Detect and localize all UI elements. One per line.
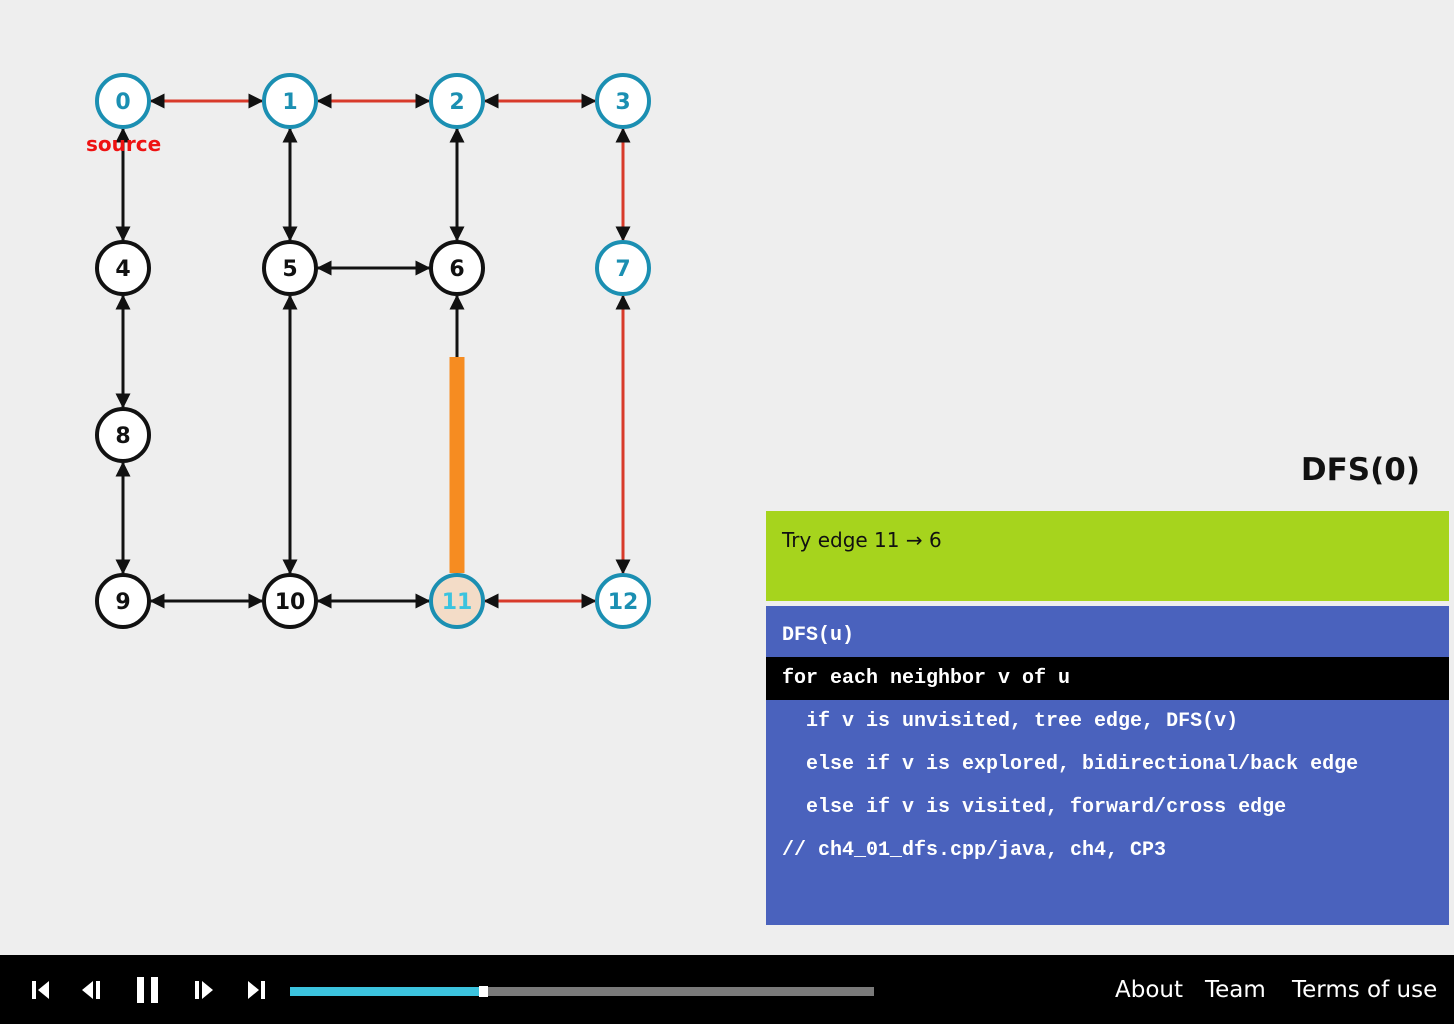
vertex-9[interactable]: 9 <box>95 573 151 629</box>
vertex-4[interactable]: 4 <box>95 240 151 296</box>
vertex-7[interactable]: 7 <box>595 240 651 296</box>
vertex-5[interactable]: 5 <box>262 240 318 296</box>
vertex-label: 8 <box>115 424 130 449</box>
vertex-label: 5 <box>282 257 297 282</box>
vertex-label: 6 <box>449 257 464 282</box>
code-line: else if v is visited, forward/cross edge <box>782 796 1287 819</box>
vertex-circle <box>429 240 485 296</box>
vertex-label: 2 <box>449 90 464 115</box>
terms-link[interactable]: Terms of use <box>1292 977 1438 1003</box>
vertex-circle <box>429 573 485 629</box>
code-line: // ch4_01_dfs.cpp/java, ch4, CP3 <box>782 839 1167 862</box>
progress-fill <box>290 987 483 996</box>
vertex-12[interactable]: 12 <box>595 573 651 629</box>
step-backward-icon[interactable] <box>80 976 104 1004</box>
vertex-circle <box>595 73 651 129</box>
status-message-panel: Try edge 11 → 6 <box>766 511 1449 601</box>
vertex-circle <box>95 73 151 129</box>
vertex-label: 12 <box>608 590 639 615</box>
vertex-circle <box>95 240 151 296</box>
vertex-6[interactable]: 6 <box>429 240 485 296</box>
code-line: if v is unvisited, tree edge, DFS(v) <box>782 710 1239 733</box>
vertex-circle <box>595 240 651 296</box>
vertex-1[interactable]: 1 <box>262 73 318 129</box>
vertex-3[interactable]: 3 <box>595 73 651 129</box>
algorithm-title: DFS(0) <box>1300 452 1420 488</box>
vertex-label: 9 <box>115 590 130 615</box>
code-line: for each neighbor v of u <box>766 657 1449 700</box>
vertex-label: 11 <box>442 590 473 615</box>
vertex-label: 10 <box>275 590 306 615</box>
go-to-end-icon[interactable] <box>245 976 267 1004</box>
progress-handle[interactable] <box>478 986 488 997</box>
vertex-label: 3 <box>615 90 630 115</box>
vertex-circle <box>429 73 485 129</box>
go-to-beginning-icon[interactable] <box>30 976 52 1004</box>
pause-icon[interactable] <box>135 976 161 1004</box>
playback-bar: About Team Terms of use <box>0 955 1454 1024</box>
pseudocode-panel: DFS(u) for each neighbor v of u if v is … <box>766 606 1449 925</box>
vertex-circle <box>262 573 318 629</box>
vertex-label: 0 <box>115 90 130 115</box>
vertex-circle <box>262 240 318 296</box>
vertex-0[interactable]: 0 <box>95 73 151 129</box>
status-message: Try edge 11 → 6 <box>782 528 942 552</box>
vertex-label: 1 <box>282 90 297 115</box>
vertex-label: 7 <box>615 257 630 282</box>
code-line: DFS(u) <box>782 624 855 647</box>
vertex-circle <box>95 407 151 463</box>
vertex-circle <box>95 573 151 629</box>
vertex-8[interactable]: 8 <box>95 407 151 463</box>
step-forward-icon[interactable] <box>192 976 216 1004</box>
code-line: else if v is explored, bidirectional/bac… <box>782 753 1359 776</box>
vertex-2[interactable]: 2 <box>429 73 485 129</box>
vertex-label: 4 <box>115 257 130 282</box>
vertex-circle <box>595 573 651 629</box>
vertex-11[interactable]: 11 <box>429 573 485 629</box>
vertex-circle <box>262 73 318 129</box>
progress-slider[interactable] <box>290 986 874 997</box>
vertex-10[interactable]: 10 <box>262 573 318 629</box>
source-label: source <box>86 132 162 156</box>
team-link[interactable]: Team <box>1205 977 1266 1003</box>
about-link[interactable]: About <box>1115 977 1184 1003</box>
